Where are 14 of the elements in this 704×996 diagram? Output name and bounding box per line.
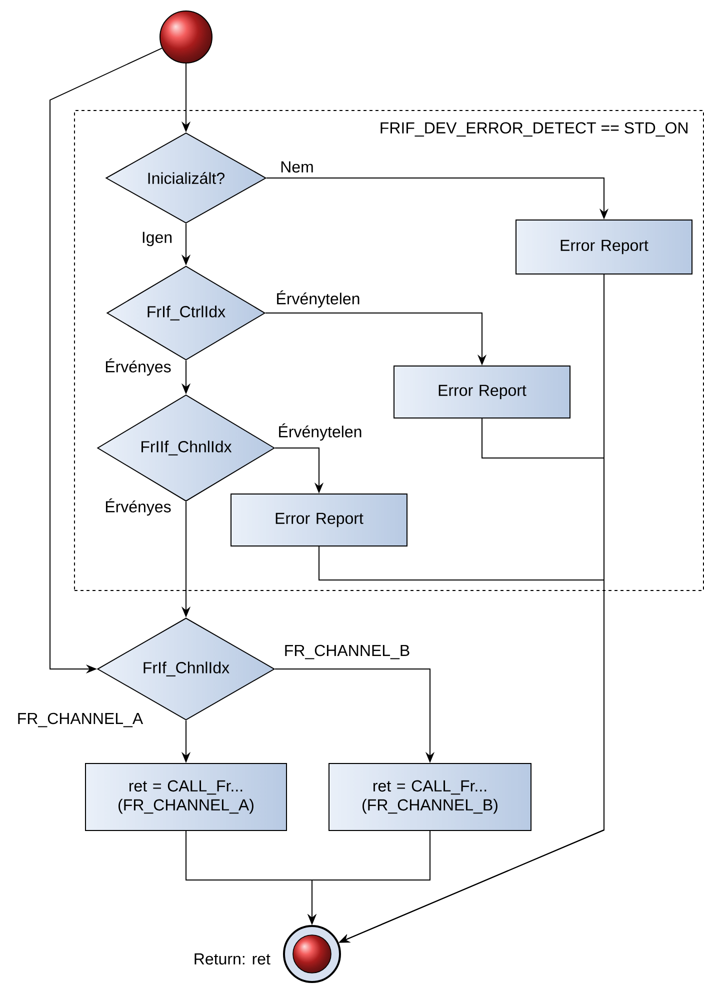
arrow (318, 546, 604, 943)
edge-label: FR_CHANNEL_B (282, 644, 412, 660)
process-box: ret = CALL_Fr... (FR_CHANNEL_B) (328, 763, 532, 831)
process-box: ret = CALL_Fr... (FR_CHANNEL_A) (85, 763, 287, 831)
process-box: Error Report (230, 494, 408, 546)
edge-label: Érvénytelen (276, 422, 364, 442)
process-box: Error Report (516, 220, 692, 274)
start-circle (160, 10, 212, 64)
edge-label: Igen (140, 230, 174, 248)
process-box: Error Report (394, 366, 570, 418)
edge-label: Érvénytelen (274, 289, 362, 309)
end-circle (283, 925, 341, 983)
edge-label: Nem (279, 160, 315, 174)
node-label: Return: ret (194, 953, 270, 965)
